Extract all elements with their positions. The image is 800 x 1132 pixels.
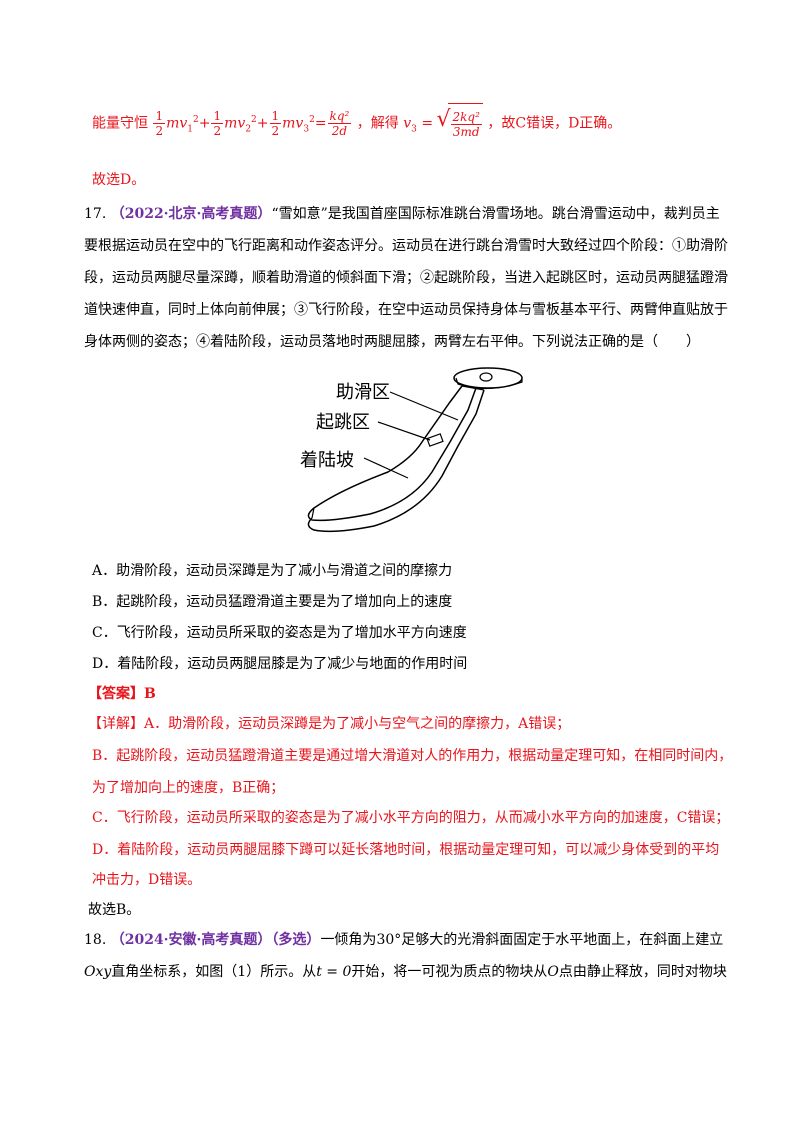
option-d: D．着陆阶段，运动员两腿屈膝是为了减少与地面的作用时间 (92, 656, 468, 672)
option-c: C．飞行阶段，运动员所采取的姿态是为了增加水平方向速度 (92, 625, 467, 641)
question-source: （2024·安徽·高考真题） (110, 932, 272, 948)
multi-select-tag: （多选） (271, 932, 321, 948)
label-landing-slope: 着陆坡 (300, 450, 354, 471)
ski-jump-figure: 助滑区 起跳区 着陆坡 (300, 362, 540, 542)
q18-line-2: Oxy直角坐标系，如图（1）所示。从t = 0开始，将一可视为质点的物块从O点由… (84, 964, 727, 980)
explain-line-1: 【详解】A．助滑阶段，运动员深蹲是为了减小与空气之间的摩擦力，A错误； (88, 716, 571, 732)
label-approach-zone: 助滑区 (336, 382, 390, 403)
q17-line-4: 道快速伸直，同时上体向前伸展；③飞行阶段，在空中运动员保持身体与雪板基本平行、两… (84, 302, 728, 318)
choose-b: 故选B。 (88, 902, 141, 918)
energy-prefix: 能量守恒 (92, 115, 148, 132)
label-takeoff-zone: 起跳区 (316, 412, 370, 433)
choose-d: 故选D。 (92, 172, 146, 188)
q17-line-1: 17. （2022·北京·高考真题）“雪如意”是我国首座国际标准跳台滑雪场地。跳… (84, 206, 720, 222)
explain-line-4: C．飞行阶段，运动员所采取的姿态是为了减小水平方向的阻力，从而减小水平方向的加速… (92, 810, 730, 826)
ski-jump-drawing (307, 367, 523, 533)
q18-line-1: 18. （2024·安徽·高考真题）（多选）一倾角为30°足够大的光滑斜面固定于… (84, 932, 724, 948)
option-b: B．起跳阶段，运动员猛蹬滑道主要是为了增加向上的速度 (92, 594, 453, 610)
q17-line-2: 要根据运动员在空中的飞行距离和动作姿态评分。运动员在进行跳台滑雪时大致经过四个阶… (84, 238, 728, 254)
energy-suffix: ，故C错误，D正确。 (487, 115, 622, 132)
explain-line-3: 为了增加向上的速度，B正确； (92, 780, 285, 796)
explain-line-5: D．着陆阶段，运动员两腿屈膝下蹲可以延长落地时间，根据动量定理可知，可以减少身体… (92, 842, 720, 858)
question-number: 17. (84, 206, 107, 222)
solve-text: ，解得 (356, 115, 399, 132)
question-source: （2022·北京·高考真题） (110, 206, 272, 222)
option-a: A．助滑阶段，运动员深蹲是为了减小与滑道之间的摩擦力 (92, 563, 453, 579)
question-number: 18. (84, 932, 107, 948)
explain-line-2: B．起跳阶段，运动员猛蹬滑道主要是通过增大滑道对人的作用力，根据动量定理可知，在… (92, 748, 733, 764)
angle-value: 30° (376, 932, 402, 948)
q17-line-5: 身体两侧的姿态；④着陆阶段，运动员落地时两腿屈膝，两臂左右平伸。下列说法正确的是… (84, 334, 700, 350)
q17-line-3: 段，运动员两腿尽量深蹲，顺着助滑道的倾斜面下滑；②起跳阶段，当进入起跳区时，运动… (84, 270, 728, 286)
answer: 【答案】B (88, 686, 156, 702)
explain-line-6: 冲击力，D错误。 (92, 872, 202, 888)
